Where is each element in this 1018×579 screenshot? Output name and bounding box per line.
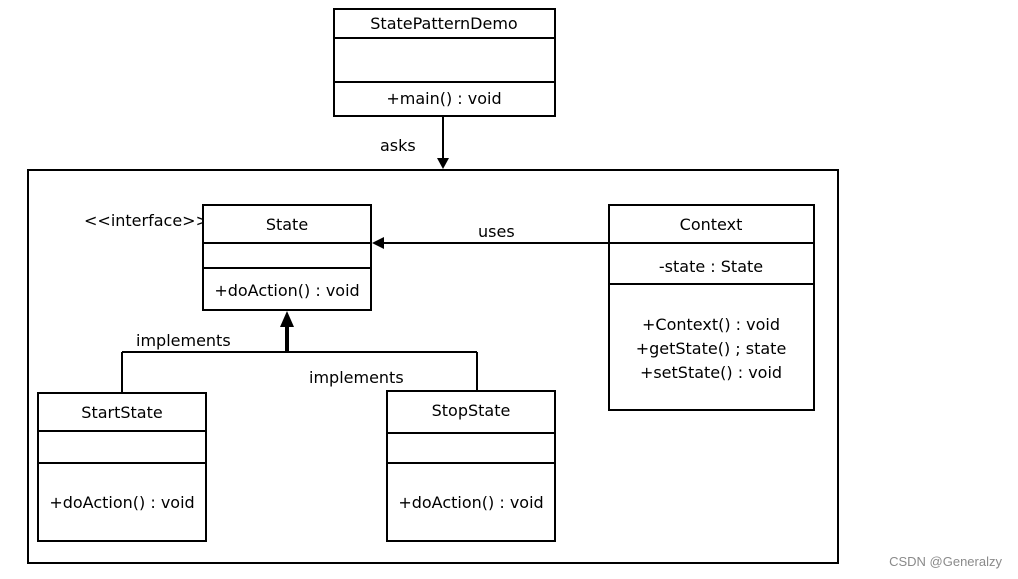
class-stop-state: StopState +doAction() : void bbox=[386, 390, 556, 542]
context-method-setstate: +setState() : void bbox=[640, 363, 782, 382]
state-pattern-demo-name: StatePatternDemo bbox=[370, 14, 517, 33]
start-state-name: StartState bbox=[81, 403, 162, 422]
stop-state-name: StopState bbox=[432, 401, 511, 420]
uses-label: uses bbox=[478, 222, 515, 241]
stop-state-box bbox=[386, 390, 556, 542]
start-state-method-doaction: +doAction() : void bbox=[49, 493, 194, 512]
context-method-getstate: +getState() ; state bbox=[636, 339, 787, 358]
asks-arrowhead bbox=[437, 158, 449, 169]
state-name: State bbox=[266, 215, 308, 234]
state-stereotype: <<interface>> bbox=[84, 211, 209, 230]
class-state: <<interface>> State +doAction() : void bbox=[84, 204, 372, 311]
state-box bbox=[202, 204, 372, 311]
context-name: Context bbox=[680, 215, 743, 234]
class-state-pattern-demo: StatePatternDemo +main() : void bbox=[333, 8, 556, 117]
watermark-text: CSDN @Generalzy bbox=[889, 554, 1002, 569]
class-start-state: StartState +doAction() : void bbox=[37, 392, 207, 542]
context-box bbox=[608, 204, 815, 411]
uses-arrowhead bbox=[372, 237, 384, 249]
state-pattern-demo-box bbox=[333, 8, 556, 117]
implements-right-label: implements bbox=[309, 368, 404, 387]
package-boundary bbox=[27, 169, 839, 564]
context-attribute-state: -state : State bbox=[659, 257, 763, 276]
implements-arrowhead bbox=[280, 311, 294, 327]
class-context: Context -state : State +Context() : void… bbox=[608, 204, 815, 411]
asks-label: asks bbox=[380, 136, 416, 155]
state-pattern-demo-method-main: +main() : void bbox=[386, 89, 501, 108]
implements-left-label: implements bbox=[136, 331, 231, 350]
implements-connector: implements implements bbox=[121, 311, 478, 393]
context-method-constructor: +Context() : void bbox=[642, 315, 780, 334]
stop-state-method-doaction: +doAction() : void bbox=[398, 493, 543, 512]
state-method-doaction: +doAction() : void bbox=[214, 281, 359, 300]
